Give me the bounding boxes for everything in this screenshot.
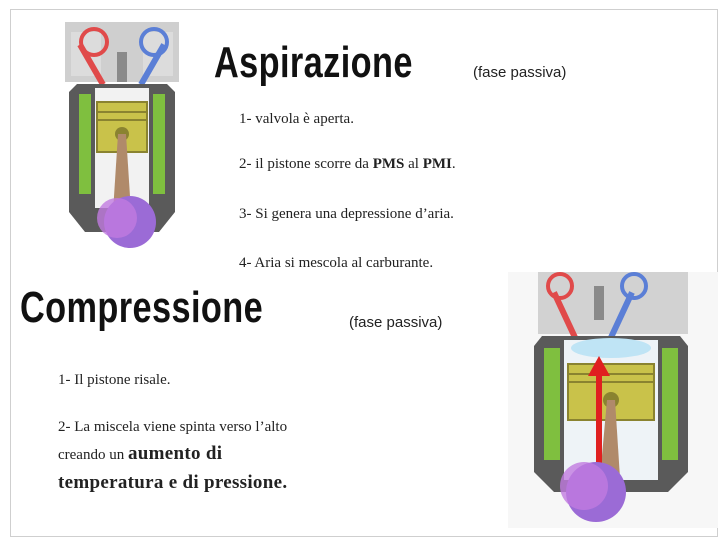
pmi-term: PMI bbox=[422, 156, 452, 172]
engine-compression-illustration bbox=[508, 272, 718, 528]
aspirazione-item-3: 3- Si genera una depressione d’aria. bbox=[239, 206, 454, 222]
compressione-item-1: 1- Il pistone risale. bbox=[58, 372, 171, 388]
crankshaft-icon bbox=[560, 462, 626, 522]
engine-intake-illustration bbox=[65, 22, 179, 248]
emphasis-text: aumento di bbox=[127, 443, 223, 464]
pms-term: PMS bbox=[372, 156, 405, 172]
exhaust-valve-icon bbox=[138, 27, 169, 87]
compressed-mixture bbox=[571, 338, 651, 358]
intake-valve-icon bbox=[77, 27, 109, 87]
compressione-item-2-line-2: creando un aumento di bbox=[58, 443, 222, 465]
compressione-title: Compressione bbox=[20, 283, 264, 332]
crankshaft-icon bbox=[97, 196, 156, 248]
up-arrow-icon bbox=[588, 356, 610, 472]
item-2-line-2-text: creando un bbox=[58, 447, 128, 463]
intake-valve-icon bbox=[546, 272, 579, 341]
aspirazione-item-2: 2- il pistone scorre da PMS al PMI. bbox=[239, 156, 456, 173]
spark-plug-icon bbox=[594, 286, 604, 320]
compressione-item-2-line-3: temperatura e di pressione. bbox=[58, 472, 288, 493]
connecting-rod-icon bbox=[113, 134, 131, 212]
aspirazione-title: Aspirazione bbox=[214, 38, 413, 87]
aspirazione-item-1: 1- valvola è aperta. bbox=[239, 111, 354, 127]
aspirazione-item-4: 4- Aria si mescola al carburante. bbox=[239, 255, 434, 271]
item-2-text-mid: al bbox=[404, 156, 423, 172]
connecting-rod-icon bbox=[600, 400, 620, 478]
spark-plug-icon bbox=[117, 52, 127, 82]
compressione-phase-tag: (fase passiva) bbox=[349, 314, 443, 331]
compressione-item-2-line-1: 2- La miscela viene spinta verso l’alto bbox=[58, 419, 288, 435]
item-2-text-end: . bbox=[451, 156, 456, 172]
item-2-text: 2- il pistone scorre da bbox=[239, 156, 373, 172]
aspirazione-phase-tag: (fase passiva) bbox=[473, 64, 567, 81]
exhaust-valve-icon bbox=[607, 272, 648, 341]
cylinder-head bbox=[538, 272, 688, 334]
